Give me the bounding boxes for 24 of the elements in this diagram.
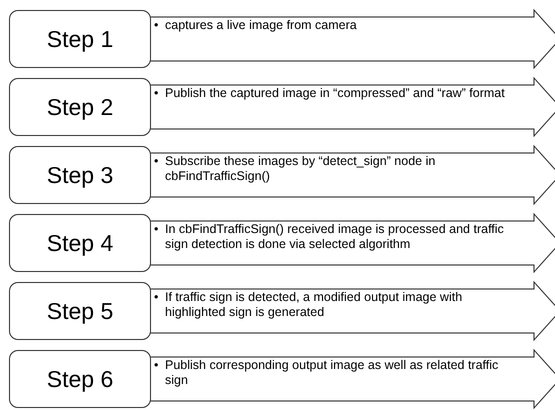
step-description: Publish corresponding output image as well as related traffic sign <box>165 358 500 388</box>
step-label: Step 4 <box>46 230 114 256</box>
bullet: • <box>154 154 160 169</box>
step-description: Publish the captured image in “compressed” and “raw” format <box>165 86 506 101</box>
step-label: Step 1 <box>46 26 114 52</box>
step-label: Step 3 <box>46 162 114 188</box>
step-box <box>9 146 151 204</box>
step-description: captures a live image from camera <box>165 18 358 33</box>
bullet: • <box>154 290 160 305</box>
bullet: • <box>154 86 160 101</box>
bullet: • <box>154 358 160 373</box>
step-description: If traffic sign is detected, a modified output image with highlighted sign is generated <box>165 290 464 320</box>
step-box <box>9 214 151 272</box>
step-box <box>9 350 151 408</box>
step-label: Step 5 <box>46 298 114 324</box>
step-box <box>9 10 151 68</box>
bullet: • <box>154 222 160 237</box>
step-box <box>9 78 151 136</box>
bullet: • <box>154 18 160 33</box>
step-label: Step 6 <box>46 366 114 392</box>
step-description: Subscribe these images by “detect_sign” node in cbFindTrafficSign() <box>165 154 436 184</box>
step-description: In cbFindTrafficSign() received image is processed and traffic sign detection is done via selected algorithm <box>165 222 505 252</box>
step-label: Step 2 <box>46 94 114 120</box>
step-box <box>9 282 151 340</box>
